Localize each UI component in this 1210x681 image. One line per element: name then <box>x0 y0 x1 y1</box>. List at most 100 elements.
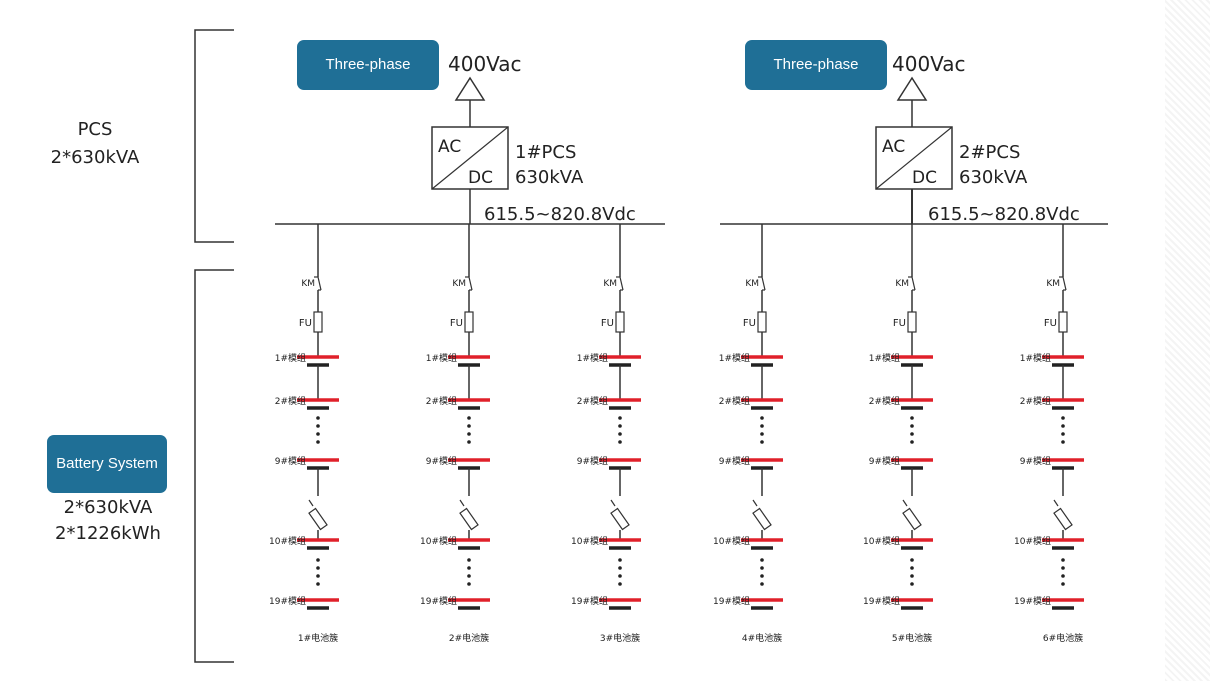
string-label: 1#电池簇 <box>298 632 338 644</box>
module-label: 9#模组 <box>1020 455 1051 467</box>
continuation-dot <box>467 424 471 428</box>
string-label: 6#电池簇 <box>1043 632 1083 644</box>
module-label: 1#模组 <box>577 352 608 364</box>
battery-module: 10#模组 <box>571 535 641 550</box>
continuation-dot <box>618 558 622 562</box>
battery-string-5: KM FU 1#模组 2#模组 9#模组 10#模组 19#模组 5#电池簇 <box>863 224 933 644</box>
continuation-dot <box>1061 566 1065 570</box>
battery-module: 9#模组 <box>426 455 490 470</box>
continuation-dot <box>760 424 764 428</box>
converter-diagonal <box>431 126 509 190</box>
battery-module: 19#模组 <box>713 595 783 610</box>
converter-dc-label: DC <box>912 168 937 188</box>
battery-rating-kwh: 2*1226kWh <box>55 523 161 544</box>
continuation-dot <box>618 566 622 570</box>
battery-module: 19#模组 <box>420 595 490 610</box>
battery-module: 10#模组 <box>269 535 339 550</box>
continuation-dot <box>910 432 914 436</box>
continuation-dot <box>1061 416 1065 420</box>
fuse-label: FU <box>893 318 906 329</box>
continuation-dot <box>760 432 764 436</box>
module-label: 2#模组 <box>426 395 457 407</box>
fuse-icon <box>313 311 323 333</box>
pcs-section-title: PCS <box>78 119 113 140</box>
fuse-label: FU <box>1044 318 1057 329</box>
three-phase-badge-1: Three-phase <box>297 40 439 90</box>
string-label: 5#电池簇 <box>892 632 932 644</box>
module-label: 1#模组 <box>719 352 750 364</box>
fuse-label: FU <box>601 318 614 329</box>
pcs-name: 2#PCS <box>959 142 1020 163</box>
battery-module: 1#模组 <box>719 352 783 367</box>
module-label: 19#模组 <box>713 595 750 607</box>
contactor-label: KM <box>1046 279 1060 289</box>
module-label: 10#模组 <box>269 535 306 547</box>
battery-module: 1#模组 <box>1020 352 1084 367</box>
battery-module: 2#模组 <box>869 395 933 410</box>
battery-module: 1#模组 <box>577 352 641 367</box>
fuse-icon <box>907 311 917 333</box>
disconnect-link-icon <box>752 499 758 507</box>
battery-module: 10#模组 <box>1014 535 1084 550</box>
module-label: 19#模组 <box>863 595 900 607</box>
module-label: 1#模组 <box>275 352 306 364</box>
continuation-dot <box>316 574 320 578</box>
pcs-name: 1#PCS <box>515 142 576 163</box>
background-pattern <box>1165 0 1210 681</box>
continuation-dot <box>467 416 471 420</box>
battery-module: 9#模组 <box>869 455 933 470</box>
three-phase-badge-2: Three-phase <box>745 40 887 90</box>
pcs-unit-1: 400Vac AC DC 1#PCS 630kVA 615.5~820.8Vdc <box>275 52 665 225</box>
module-label: 1#模组 <box>426 352 457 364</box>
contactor-label: KM <box>895 279 909 289</box>
continuation-dot <box>1061 574 1065 578</box>
continuation-dot <box>910 566 914 570</box>
module-label: 1#模组 <box>1020 352 1051 364</box>
disconnect-link-icon <box>308 507 328 531</box>
dc-range-label: 615.5~820.8Vdc <box>928 204 1080 225</box>
continuation-dot <box>1061 440 1065 444</box>
module-label: 9#模组 <box>275 455 306 467</box>
module-label: 9#模组 <box>577 455 608 467</box>
contactor-label: KM <box>301 279 315 289</box>
fuse-label: FU <box>450 318 463 329</box>
continuation-dot <box>1061 558 1065 562</box>
pcs-section-rating: 2*630kVA <box>51 147 140 168</box>
battery-bracket <box>194 269 234 663</box>
battery-module: 19#模组 <box>269 595 339 610</box>
disconnect-link-icon <box>752 507 772 531</box>
continuation-dot <box>618 432 622 436</box>
continuation-dot <box>467 582 471 586</box>
continuation-dot <box>760 558 764 562</box>
continuation-dot <box>910 558 914 562</box>
converter-dc-label: DC <box>468 168 493 188</box>
grid-connection-icon <box>896 76 928 101</box>
fuse-icon <box>464 311 474 333</box>
battery-module: 9#模组 <box>275 455 339 470</box>
continuation-dot <box>760 566 764 570</box>
string-label: 3#电池簇 <box>600 632 640 644</box>
module-label: 19#模组 <box>420 595 457 607</box>
contactor-label: KM <box>452 279 466 289</box>
battery-module: 1#模组 <box>869 352 933 367</box>
disconnect-link-icon <box>902 507 922 531</box>
battery-module: 19#模组 <box>863 595 933 610</box>
battery-strings: KM FU 1#模组 2#模组 9#模组 10#模组 19#模组 1#电池簇 KM FU 1#模组 2… <box>269 224 1084 644</box>
continuation-dot <box>618 574 622 578</box>
contactor-switch <box>1062 276 1067 291</box>
contactor-switch <box>468 276 473 291</box>
battery-rating-kva: 2*630kVA <box>64 497 153 518</box>
converter-ac-label: AC <box>438 137 461 157</box>
continuation-dot <box>910 416 914 420</box>
string-label: 2#电池簇 <box>449 632 489 644</box>
continuation-dot <box>618 582 622 586</box>
battery-module: 9#模组 <box>577 455 641 470</box>
continuation-dot <box>910 440 914 444</box>
battery-module: 10#模组 <box>863 535 933 550</box>
contactor-label: KM <box>603 279 617 289</box>
battery-module: 10#模组 <box>713 535 783 550</box>
pcs-bracket <box>194 29 234 243</box>
continuation-dot <box>618 440 622 444</box>
